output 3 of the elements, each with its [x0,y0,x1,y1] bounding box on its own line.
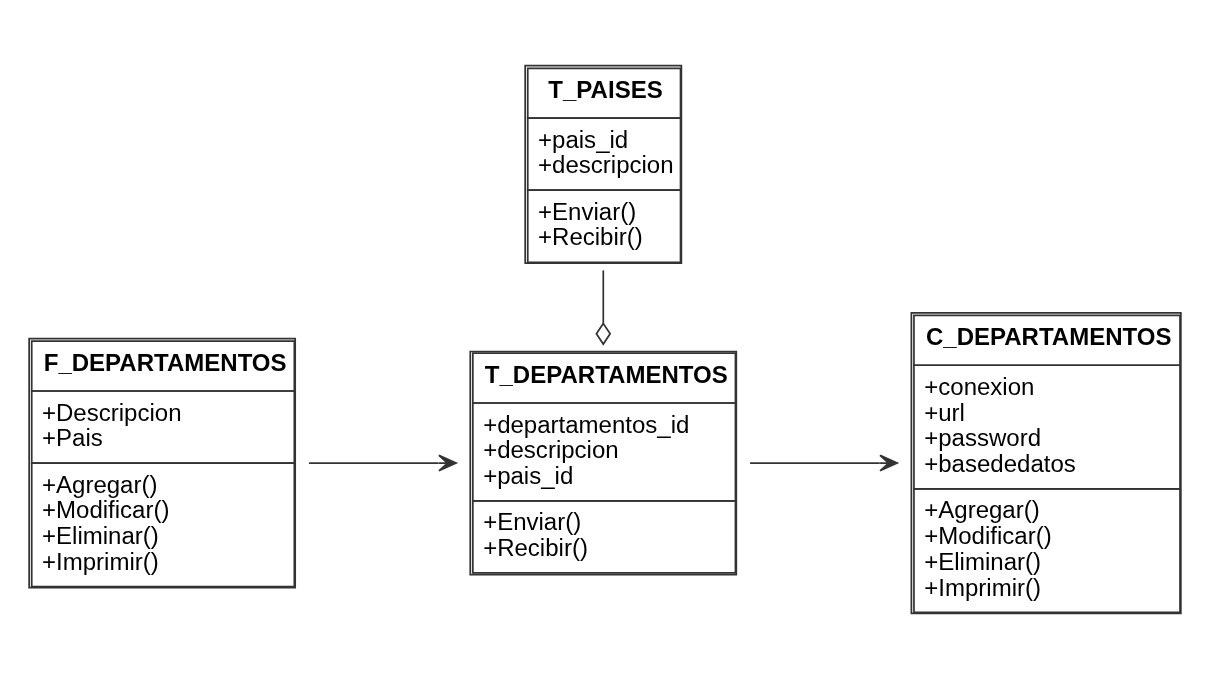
arrow [749,454,899,472]
connector [595,269,612,346]
arrow [308,454,457,472]
